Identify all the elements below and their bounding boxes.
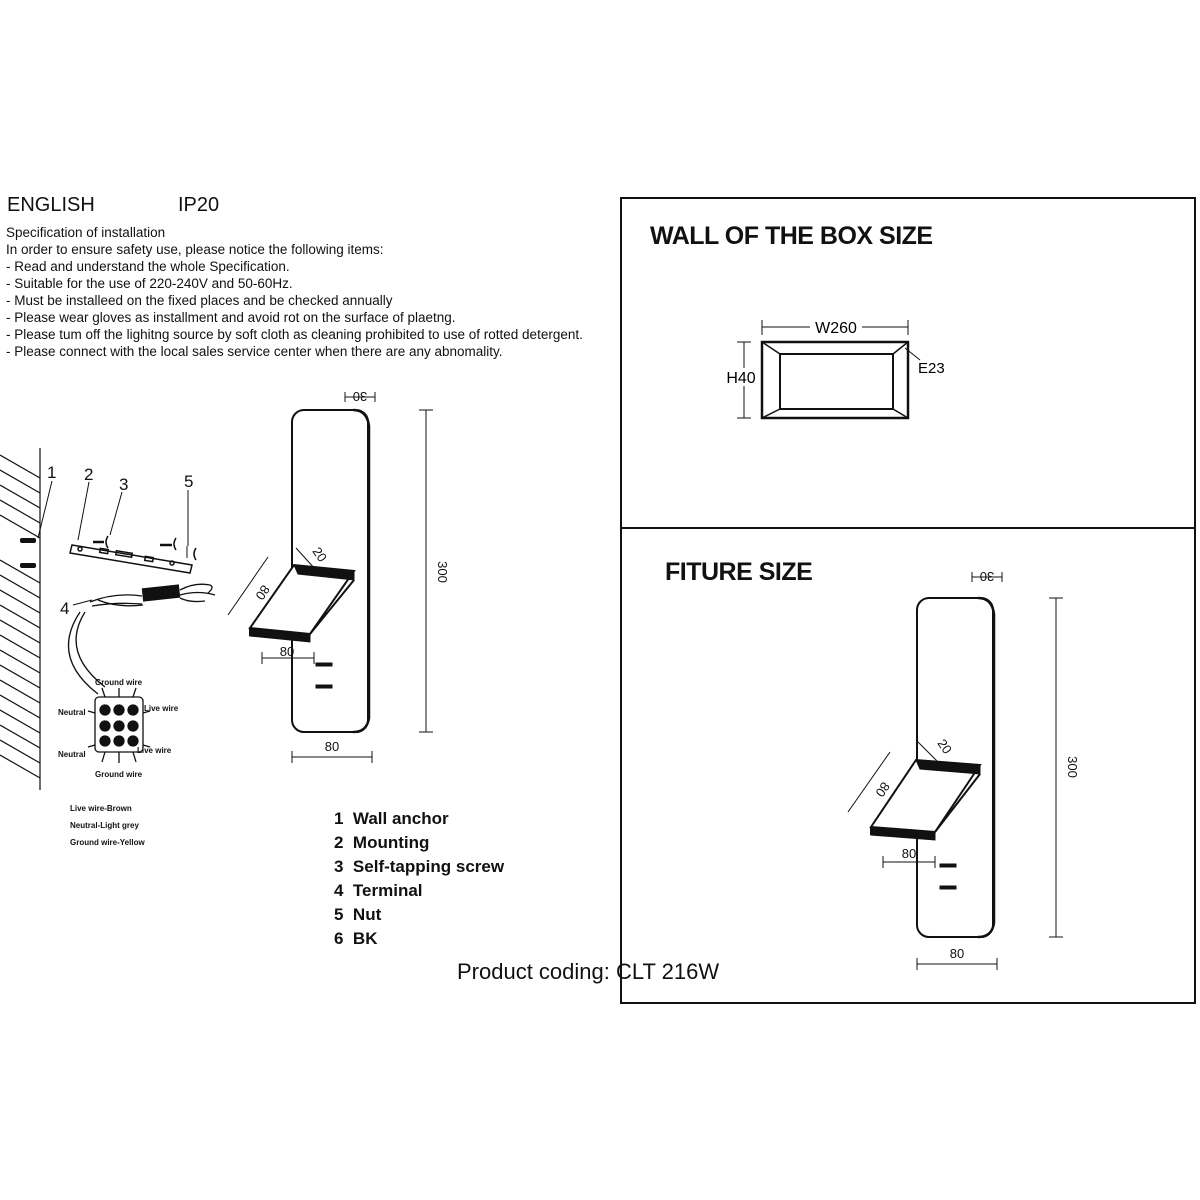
spec-item: - Suitable for the use of 220-240V and 5… (6, 276, 293, 291)
callout-1: 1 (47, 463, 56, 482)
callout-3: 3 (119, 475, 128, 494)
left-height-label: 300 (435, 561, 450, 583)
parts-legend: 1 Wall anchor 2 Mounting 3 Self-tapping … (334, 807, 504, 951)
specification-block: Specification of installation In order t… (6, 224, 583, 360)
legend-item: 1 Wall anchor (334, 809, 449, 828)
wire-label-neutral-top: Neutral (58, 708, 86, 717)
wire-note-ground: Ground wire-Yellow (70, 838, 145, 847)
wall-section (0, 448, 41, 790)
spec-item: - Must be installeed on the fixed places… (6, 293, 393, 308)
fixture-drawing-left (227, 392, 433, 763)
spec-intro: In order to ensure safety use, please no… (6, 242, 384, 257)
wire-label-live-bottom: Live wire (137, 746, 172, 755)
spec-item: - Please connect with the local sales se… (6, 344, 503, 359)
box-width-label: W260 (815, 320, 857, 337)
terminal-driver-icon (67, 583, 216, 695)
callout-5: 5 (184, 472, 193, 491)
installation-callouts (37, 480, 189, 606)
spec-item: - Please tum off the lighitng source by … (6, 327, 583, 342)
box-height-label: H40 (726, 370, 755, 387)
legend-item: 6 BK (334, 929, 378, 948)
spec-title: Specification of installation (6, 225, 166, 240)
right-plate-width-label: 80 (950, 946, 964, 961)
legend-item: 2 Mounting (334, 833, 430, 852)
right-height-label: 300 (1065, 756, 1080, 778)
wire-label-live-top: Live wire (144, 704, 179, 713)
legend-item: 4 Terminal (334, 881, 423, 900)
fixture-size-title: FITURE SIZE (665, 558, 813, 586)
product-coding: Product coding: CLT 216W (457, 959, 720, 984)
callout-4: 4 (60, 599, 69, 618)
wire-color-notes: Live wire-Brown Neutral-Light grey Groun… (70, 800, 145, 851)
language-label: ENGLISH (7, 194, 95, 216)
left-depth-label: 30 (353, 389, 367, 404)
spec-item: - Please wear gloves as installment and … (6, 310, 456, 325)
right-depth-label: 30 (980, 569, 994, 584)
wall-anchor-icons (20, 538, 36, 568)
left-head-length-label: 80 (252, 582, 273, 602)
box-size-title: WALL OF THE BOX SIZE (650, 222, 933, 250)
wire-label-ground-bottom: Ground wire (95, 770, 143, 779)
legend-item: 5 Nut (334, 905, 382, 924)
box-e-label: E23 (918, 360, 945, 377)
ip-rating: IP20 (178, 194, 220, 216)
wire-label-neutral-bottom: Neutral (58, 750, 86, 759)
wire-note-live: Live wire-Brown (70, 804, 132, 813)
fixture-drawing-right (847, 572, 1063, 970)
left-plate-width-label: 80 (325, 739, 339, 754)
wiring-terminal-block (87, 687, 151, 763)
callout-2: 2 (84, 465, 93, 484)
legend-item: 3 Self-tapping screw (334, 857, 505, 876)
left-head-width-label: 80 (280, 644, 294, 659)
wire-label-ground-top: Ground wire (95, 678, 143, 687)
wire-note-neutral: Neutral-Light grey (70, 821, 139, 830)
right-head-width-label: 80 (902, 846, 916, 861)
mounting-bracket-icon (69, 535, 197, 574)
left-head-depth-label: 20 (309, 544, 330, 564)
right-head-depth-label: 20 (934, 736, 955, 756)
right-frame (620, 197, 1196, 1004)
right-head-length-label: 80 (872, 779, 893, 799)
spec-item: - Read and understand the whole Specific… (6, 259, 290, 274)
